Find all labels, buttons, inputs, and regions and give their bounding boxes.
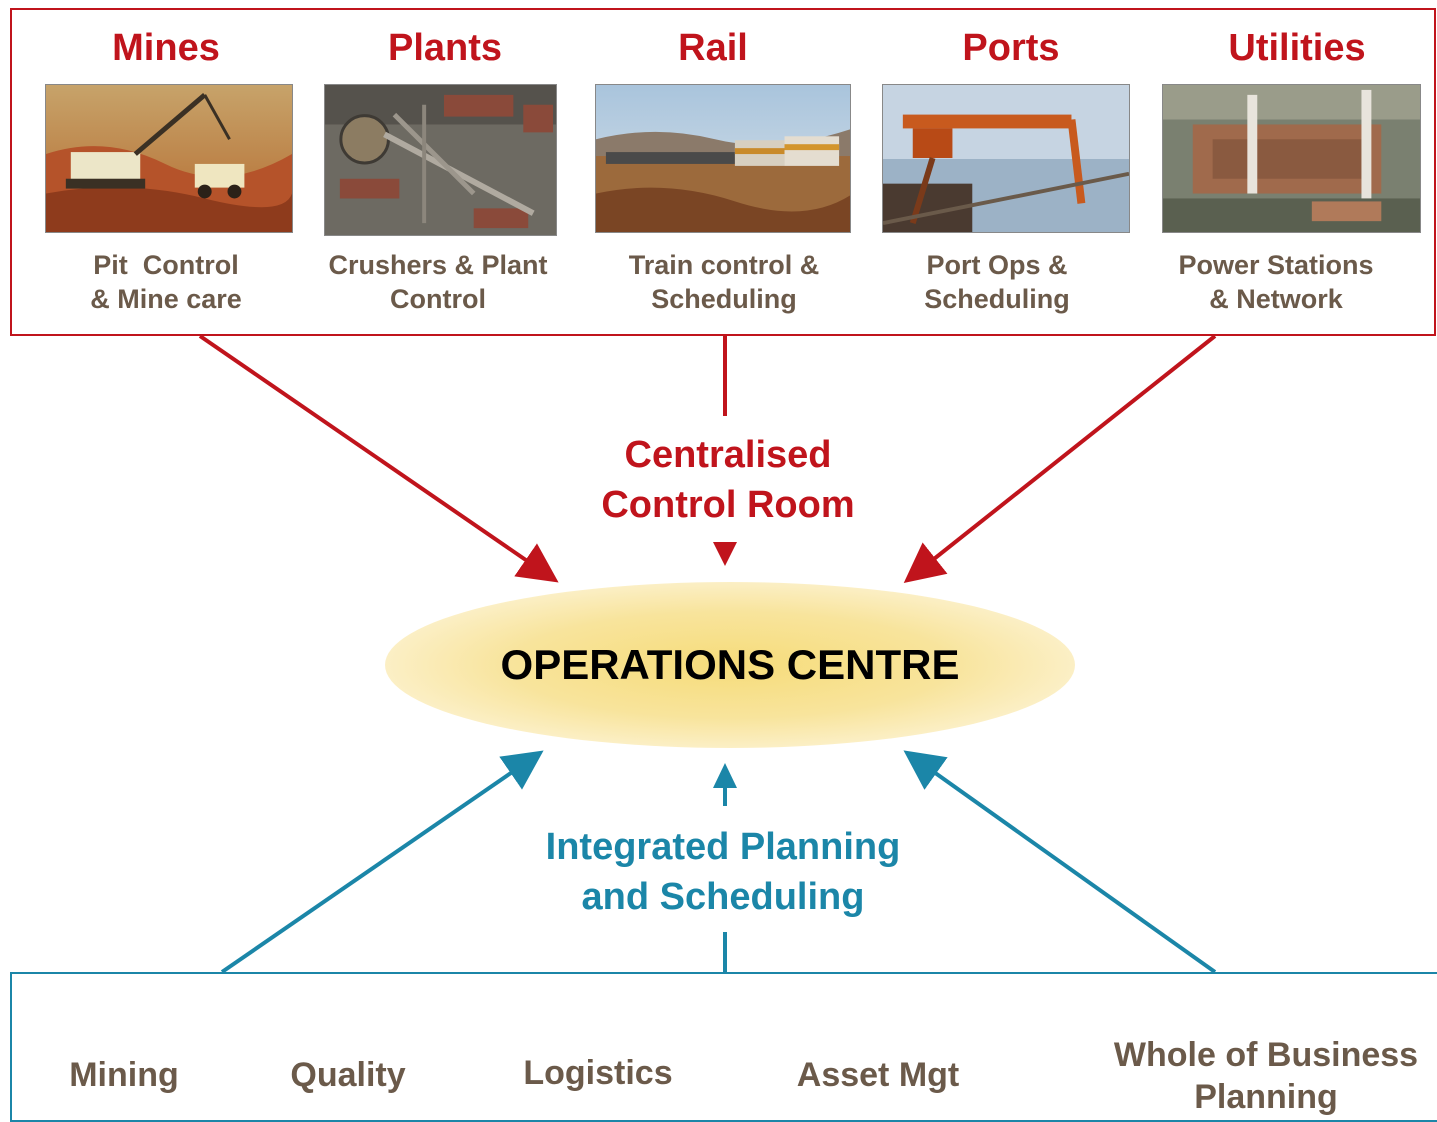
operations-centre-ellipse [385, 582, 1075, 748]
caption-plants-line-1: Crushers & Plant [328, 250, 548, 280]
control-room-line-1: Centralised [624, 434, 832, 476]
category-title-rail: Rail [678, 27, 748, 69]
category-title-mines: Mines [112, 27, 220, 69]
planning-line-1: Integrated Planning [545, 826, 901, 868]
whole-of-business-line-1: Whole of Business [1113, 1036, 1419, 1074]
arrow-top-centre-head [713, 542, 737, 566]
planning-line-2: and Scheduling [581, 876, 865, 918]
caption-mines-line-1: Pit Control [93, 250, 239, 280]
caption-utilities-line-2: & Network [1209, 284, 1343, 314]
category-title-plants: Plants [387, 27, 503, 69]
control-room-line-2: Control Room [601, 484, 855, 526]
category-title-ports: Ports [962, 27, 1060, 69]
processing-plant-image [324, 84, 557, 236]
caption-rail-line-1: Train control & [628, 250, 820, 280]
caption-ports-line-1: Port Ops & [926, 250, 1068, 280]
caption-plants-line-2: Control [390, 284, 486, 314]
bottom-item-whole-of-business: Whole of Business Planning [1096, 1034, 1436, 1118]
operations-areas-frame [10, 8, 1436, 336]
power-station-image [1162, 84, 1421, 233]
bottom-item-mining: Mining [69, 1056, 179, 1094]
caption-ports: Port Ops & Scheduling [857, 248, 1137, 316]
mining-shovel-image [45, 84, 293, 233]
caption-utilities: Power Stations & Network [1136, 248, 1416, 316]
bottom-item-quality: Quality [290, 1056, 406, 1094]
integrated-planning-label: Integrated Planning and Scheduling [483, 822, 963, 922]
caption-mines: Pit Control & Mine care [26, 248, 306, 316]
caption-ports-line-2: Scheduling [924, 284, 1070, 314]
bottom-item-asset-mgt: Asset Mgt [796, 1056, 960, 1094]
arrow-left-to-centre [198, 334, 559, 583]
caption-utilities-line-1: Power Stations [1178, 250, 1374, 280]
category-title-utilities: Utilities [1228, 27, 1366, 69]
centralised-control-room-label: Centralised Control Room [528, 430, 928, 530]
arrow-right-to-centre [903, 334, 1217, 583]
caption-mines-line-2: & Mine care [90, 284, 242, 314]
caption-rail: Train control & Scheduling [584, 248, 864, 316]
arrow-bottom-centre-head [713, 763, 737, 788]
ore-train-image [595, 84, 851, 233]
whole-of-business-line-2: Planning [1194, 1078, 1338, 1116]
port-shiploader-image [882, 84, 1130, 233]
bottom-item-logistics: Logistics [523, 1054, 673, 1092]
operations-centre-label: OPERATIONS CENTRE [500, 641, 960, 688]
caption-rail-line-2: Scheduling [651, 284, 797, 314]
caption-plants: Crushers & Plant Control [298, 248, 578, 316]
